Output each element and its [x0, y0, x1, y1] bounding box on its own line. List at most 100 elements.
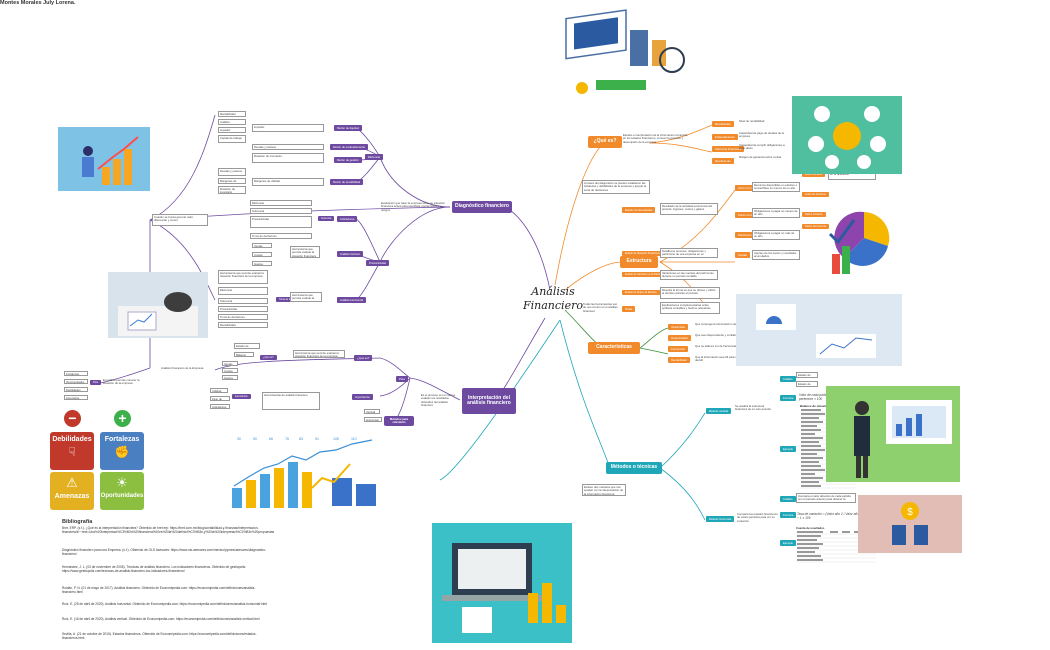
branch-rentabilidad[interactable]: Razón de rentabilidad	[330, 179, 364, 185]
estructura-note-2: Obligaciones a pagar en menos de un año	[752, 208, 800, 218]
interp-metodos[interactable]: Métodos para calcularlo	[384, 416, 414, 426]
bar-chart-illustration	[222, 438, 390, 510]
diag-h-desc-0: Herramienta que permite evaluar la situa…	[218, 270, 268, 284]
vertical-analisis[interactable]: Análisis	[780, 376, 796, 382]
estructura-item-3[interactable]: Estado de Flujos de Efectivo	[622, 290, 660, 295]
horizontal-ejemplo[interactable]: Ejemplo	[780, 540, 797, 546]
branch-productividad[interactable]: Productividad	[366, 260, 389, 266]
minus-icon: −	[64, 410, 81, 427]
diag-left-4: Deudas y pasivos	[218, 168, 246, 176]
estructura-desc-0: Resultado de la actividad económica del …	[660, 203, 718, 215]
diag-desc-a: Eficiencia	[250, 200, 312, 206]
branch-decisiones[interactable]: Toma de decisiones	[276, 297, 304, 302]
diagnostico-intro: Evaluación que hace la empresa sobre su …	[381, 201, 445, 212]
interp-left-3: Indicadores	[210, 404, 230, 409]
caracteristica-0[interactable]: Objetividad	[668, 324, 688, 330]
node-caracteristicas[interactable]: Características	[588, 342, 640, 354]
diag-left-2: Liquidez	[218, 127, 246, 133]
estructura-item-1[interactable]: Estado de Situación Financiera	[622, 251, 663, 256]
caracteristica-desc-3: Que la información sea útil para compara…	[695, 355, 750, 363]
node-metodos[interactable]: Métodos o técnicas	[606, 462, 662, 474]
branch-razones[interactable]: Eficiencia	[365, 154, 383, 160]
pasivo-label[interactable]: Pasivo Corriente	[735, 212, 762, 218]
resultados-table-title: Cuenta de resultados	[796, 526, 825, 530]
activo-no-corriente-label[interactable]: Activo No Corriente	[802, 192, 829, 197]
metodo-vertical[interactable]: Método vertical	[706, 408, 731, 414]
patrimonio-label[interactable]: Patrimonio	[735, 232, 755, 238]
capital-label[interactable]: Capital	[735, 252, 750, 258]
branch-horizontal[interactable]: Análisis Horizontal	[337, 297, 367, 303]
node-estructura[interactable]: Estructura	[620, 256, 658, 268]
que-es-item-1[interactable]: Endeudamiento	[712, 134, 738, 140]
que-es-item-2[interactable]: Solvencia Financiera	[712, 146, 744, 152]
left-item-2: Debilidades	[64, 387, 88, 392]
interp-left-1: Balance General	[234, 352, 254, 357]
interp-para[interactable]: Para	[396, 376, 408, 382]
interp-que-es-desc: Herramienta que permite evaluar la situa…	[293, 350, 345, 358]
branch-solvencia[interactable]: Solvencia	[318, 216, 335, 221]
metodo-horizontal[interactable]: Método horizontal	[706, 516, 735, 522]
diagnostico-note-top: Cuando se busca generar valor, diferenci…	[152, 214, 208, 226]
vertical-ejemplo[interactable]: Ejemplo	[780, 446, 797, 452]
que-es-item-3[interactable]: Rendimiento	[712, 158, 734, 164]
vertical-formula[interactable]: Fórmula	[780, 395, 797, 401]
interp-vertical: Vertical	[364, 409, 380, 414]
chart-number-5: 91	[315, 437, 319, 441]
interp-importancia[interactable]: Importancia	[352, 394, 373, 400]
activo-corriente-label[interactable]: Activo Corriente	[802, 172, 826, 177]
left-item-0: Fortalezas	[64, 371, 88, 376]
chart-number-0: 30	[237, 437, 241, 441]
que-es-desc-0: Nivel de rentabilidad	[739, 119, 765, 123]
estructura-item-4[interactable]: Notas	[622, 306, 636, 312]
thumbs-down-icon: ☟	[68, 445, 76, 459]
estructura-item-2[interactable]: Estado de Cambios en el Patrimonio	[622, 272, 669, 277]
svg-text:$: $	[907, 507, 913, 518]
branch-liquidez[interactable]: Razón de liquidez	[334, 125, 363, 131]
interpretacion-intro: Es el proceso por el cual se evalúan los…	[421, 393, 456, 408]
balance-table-title: Balance de situación	[800, 404, 830, 408]
interp-herramientas-tag[interactable]: Importancia	[232, 394, 251, 399]
estructura-note-0: Recursos disponibles en efectivo o conve…	[752, 182, 800, 192]
diag-left-5: Márgenes de utilidad	[218, 178, 246, 184]
central-topic: Análisis Financiero	[523, 285, 583, 313]
diag-desc-gestion: Rotación de inventario	[252, 153, 324, 163]
interp-que-es-tag[interactable]: ¿Qué es?	[260, 355, 277, 360]
node-que-es[interactable]: ¿Qué es?	[588, 136, 622, 148]
left-branch-tag[interactable]: Para	[90, 380, 102, 385]
caracteristica-3[interactable]: Rentabilidad	[668, 357, 690, 363]
node-diagnostico[interactable]: Diagnóstico financiero	[452, 201, 512, 213]
estructura-desc-1: Detalla los recursos, obligaciones y pat…	[660, 248, 718, 258]
branch-vertical[interactable]: Análisis Vertical	[337, 251, 363, 257]
interp-herramientas[interactable]: ¿Qué es?	[354, 355, 373, 361]
pasivo-corriente-label[interactable]: Pasivo Corriente	[802, 212, 826, 217]
swot-fortalezas: Fortalezas ✊	[100, 432, 144, 470]
caracteristica-2[interactable]: Frecuencia	[668, 346, 688, 352]
swot-debilidades-label: Debilidades	[52, 436, 92, 443]
horizontal-formula[interactable]: Fórmula	[780, 512, 797, 518]
diag-small-1: Costos	[252, 252, 272, 257]
left-item-3: Amenazas	[64, 395, 88, 400]
estructura-item-0[interactable]: Estado de Resultados	[622, 207, 656, 213]
estructura-desc-4: Explicaciones complementarias sobre polí…	[660, 302, 720, 314]
finance-dashboard-image	[736, 294, 902, 366]
pasivo-no-corriente-label[interactable]: Pasivo No Corriente	[802, 224, 830, 229]
que-es-item-0[interactable]: Rentabilidad	[712, 121, 734, 127]
swot-amenazas-label: Amenazas	[54, 493, 90, 500]
bibliography-entry-1: Diagnóstico financiero para una Empresa.…	[62, 548, 267, 556]
bibliography-entry-6: Sevilla, A. (21 de octubre de 2015). Est…	[62, 632, 257, 640]
chart-number-2: 66	[269, 437, 273, 441]
branch-gestion[interactable]: Razón de gestión	[334, 157, 362, 163]
bibliography-title: Bibliografía	[62, 519, 93, 525]
warning-icon: ⚠	[66, 475, 78, 490]
chart-number-4: 83	[299, 437, 303, 441]
branch-endeudamiento[interactable]: Razón de endeudamiento	[330, 144, 369, 150]
chart-number-1: 50	[253, 437, 257, 441]
horizontal-analisis[interactable]: Análisis	[780, 496, 796, 502]
branch-indicadores[interactable]: Indicadores	[337, 216, 358, 222]
estructura-desc-3: Muestra la forma en que se obtuvo y util…	[660, 287, 720, 299]
diag-desc-c: Productividad	[250, 216, 312, 228]
activo-label[interactable]: Activo Corriente	[735, 185, 761, 191]
que-es-desc-3: Margen de ganancia sobre ventas	[739, 155, 782, 159]
caracteristica-1[interactable]: Imparcialidad	[668, 335, 691, 341]
node-interpretacion[interactable]: Interpretación del análisis financiero	[462, 388, 516, 414]
